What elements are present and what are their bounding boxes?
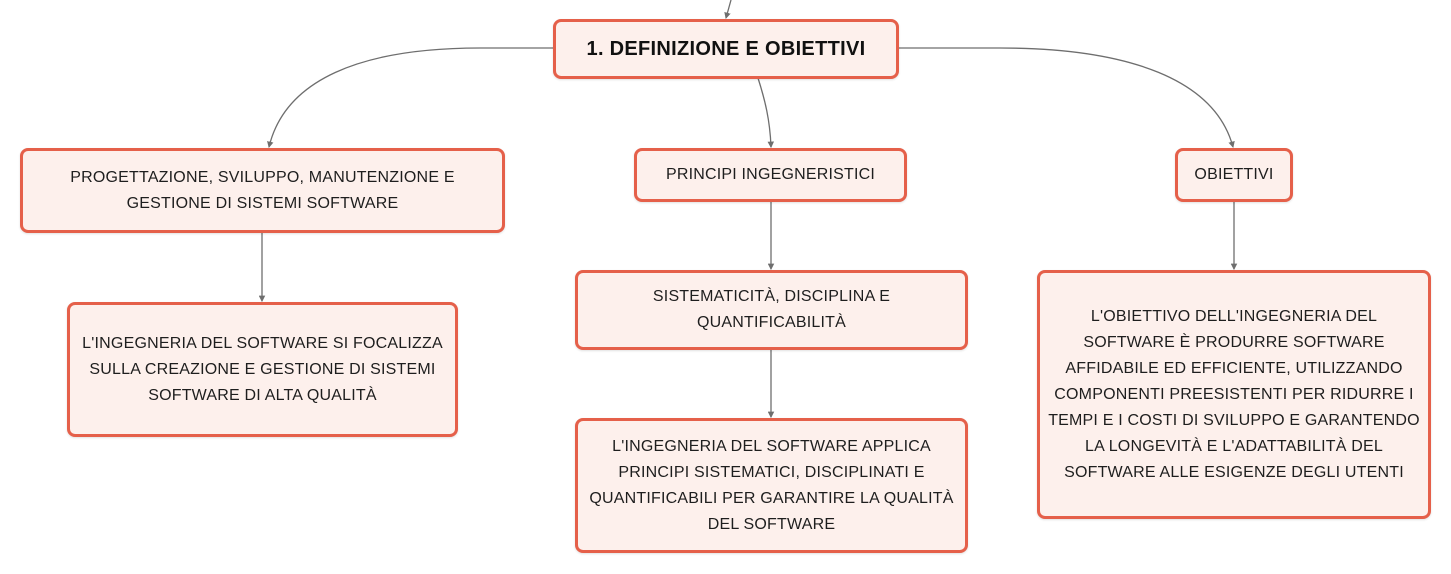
child-node-label: SISTEMATICITÀ, DISCIPLINA E QUANTIFICABI… [652,288,891,331]
branch-node-obiettivi[interactable]: OBIETTIVI [1175,148,1293,202]
branch-node-label: PRINCIPI INGEGNERISTICI [665,166,876,183]
branch-node-progettazione[interactable]: PROGETTAZIONE, SVILUPPO, MANUTENZIONE E … [20,148,505,233]
branch-node-label: PROGETTAZIONE, SVILUPPO, MANUTENZIONE E … [70,168,455,212]
child-node-label: L'INGEGNERIA DEL SOFTWARE APPLICA PRINCI… [589,437,954,533]
child-node-focalizza[interactable]: L'INGEGNERIA DEL SOFTWARE SI FOCALIZZA S… [67,302,458,437]
child-node-applica[interactable]: L'INGEGNERIA DEL SOFTWARE APPLICA PRINCI… [575,418,968,553]
child-node-label: L'OBIETTIVO DELL'INGEGNERIA DEL SOFTWARE… [1048,307,1420,481]
connector-incoming [724,0,732,20]
branch-node-label: OBIETTIVI [1194,166,1274,183]
child-node-sistematicita[interactable]: SISTEMATICITÀ, DISCIPLINA E QUANTIFICABI… [575,270,968,350]
connector-root-to-branch-2 [757,77,775,149]
child-node-label: L'INGEGNERIA DEL SOFTWARE SI FOCALIZZA S… [82,334,443,404]
connector-root-to-branch-1 [267,47,553,149]
connector-root-to-branch-3 [899,47,1235,149]
root-node[interactable]: 1. DEFINIZIONE E OBIETTIVI [553,19,899,79]
child-node-obiettivo[interactable]: L'OBIETTIVO DELL'INGEGNERIA DEL SOFTWARE… [1037,270,1431,519]
branch-node-principi[interactable]: PRINCIPI INGEGNERISTICI [634,148,907,202]
root-node-label: 1. DEFINIZIONE E OBIETTIVI [586,38,866,60]
